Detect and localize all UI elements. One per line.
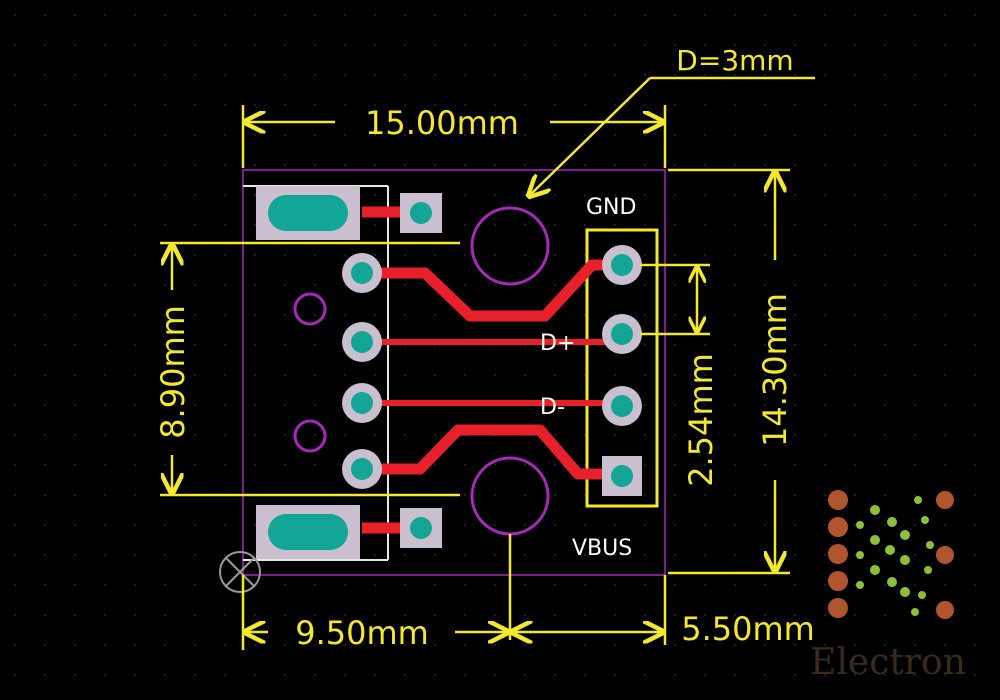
mounting-holes (470, 206, 550, 536)
dimension-lines (160, 76, 815, 650)
gnd-label: GND (586, 195, 636, 220)
header-silkscreen (585, 228, 659, 508)
watermark-text: Electron (810, 642, 966, 683)
board-height-label: 14.30mm (756, 293, 794, 447)
small-holes (293, 292, 327, 453)
pin-pitch-label: 2.54mm (682, 353, 720, 487)
right-offset-label: 5.50mm (681, 610, 815, 648)
connector-span-label: 8.90mm (154, 305, 192, 439)
hole-diameter-label: D=3mm (676, 44, 793, 77)
board-width-label: 15.00mm (365, 104, 519, 142)
board-outline (242, 169, 666, 576)
d-minus-label: D- (540, 395, 565, 420)
origin-marker-icon (219, 551, 261, 593)
vbus-label: VBUS (572, 536, 632, 561)
header-pads (602, 245, 642, 496)
left-offset-label: 9.50mm (295, 614, 429, 652)
electron-logo-icon (828, 490, 954, 619)
shield-pads (256, 186, 360, 559)
usb-pads (342, 253, 382, 489)
traces (362, 206, 622, 534)
d-plus-label: D+ (540, 331, 575, 356)
square-pads (400, 193, 442, 548)
